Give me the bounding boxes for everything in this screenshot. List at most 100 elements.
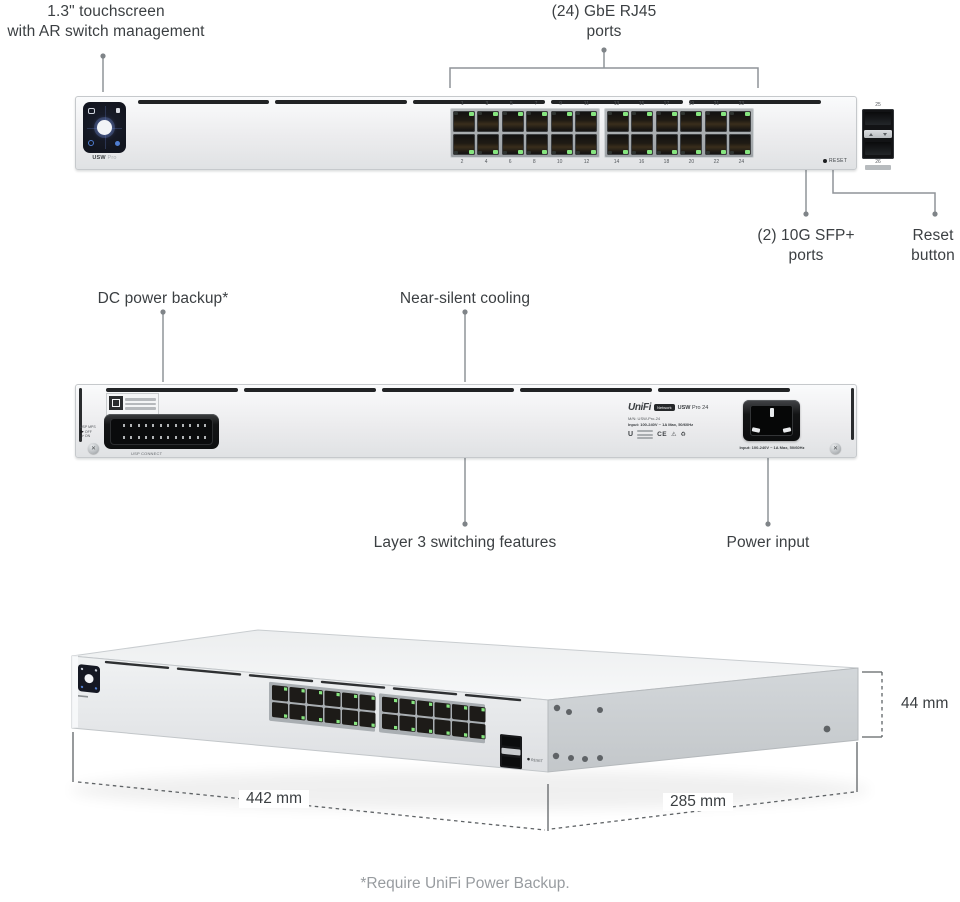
port-led xyxy=(590,150,596,154)
vent-slot xyxy=(689,100,821,104)
port-number: 22 xyxy=(713,159,720,165)
rj45-port xyxy=(526,134,549,155)
touchscreen-display xyxy=(83,102,126,153)
port-led xyxy=(469,150,474,154)
height-dimension: 44 mm xyxy=(901,695,949,713)
sfp-cage xyxy=(862,109,894,159)
switch-3d-view: RESET xyxy=(70,629,883,831)
width-dimension: 442 mm xyxy=(239,790,309,808)
depth-dimension: 285 mm xyxy=(663,793,733,811)
port-led xyxy=(696,112,702,116)
rj45-port xyxy=(631,111,654,132)
port-number: 23 xyxy=(738,101,745,107)
rj45-port xyxy=(477,134,500,155)
vent-slot xyxy=(413,100,545,104)
port-number: 13 xyxy=(613,101,620,107)
reset-button-front: RESET xyxy=(823,158,933,164)
screw: ✕ xyxy=(830,443,841,454)
port-led xyxy=(469,112,474,116)
usp-connect-port xyxy=(104,414,219,449)
rj45-port xyxy=(704,111,727,132)
vent-slot xyxy=(106,388,238,392)
inlet-input-line: Input: 100-240V ~ 1A Max, 50/60Hz xyxy=(739,445,805,450)
screen-dial xyxy=(97,120,112,135)
port-led xyxy=(517,112,523,116)
rj45-port xyxy=(574,134,597,155)
vent-slot xyxy=(658,388,790,392)
rj45-port xyxy=(655,111,678,132)
port-number: 4 xyxy=(484,159,488,165)
port-led xyxy=(671,112,677,116)
sfp-port-26-number: 26 xyxy=(875,159,881,165)
ac-power-inlet xyxy=(743,400,800,441)
port-led xyxy=(542,150,548,154)
callout-cooling: Near-silent cooling xyxy=(399,290,531,307)
rj45-port xyxy=(501,134,524,155)
port-number: 11 xyxy=(583,101,589,107)
port-led xyxy=(542,112,548,116)
port-led xyxy=(623,112,628,116)
front-model-label: USW Pro xyxy=(92,155,117,161)
callout-dc-backup: DC power backup* xyxy=(97,290,229,307)
rj45-port xyxy=(550,111,573,132)
ce-mark: CE xyxy=(657,431,668,438)
screen-icon-bottom-right xyxy=(115,141,120,146)
screw: ✕ xyxy=(88,443,99,454)
port-number: 17 xyxy=(663,101,670,107)
device-left-edge xyxy=(72,655,78,728)
reset-callout-line xyxy=(832,170,936,213)
port-led xyxy=(720,150,726,154)
port-number: 21 xyxy=(713,101,720,107)
port-number: 3 xyxy=(485,101,489,107)
port-number: 14 xyxy=(613,159,620,165)
rj45-port xyxy=(526,111,549,132)
network-badge: Network xyxy=(654,404,675,411)
rj45-port xyxy=(728,134,751,155)
usp-mps-markings: USP MPS ▶ OFF ▷ ON xyxy=(80,425,96,439)
vent-slot xyxy=(275,100,407,104)
model-number-line: M/N: USW-Pro-24 xyxy=(628,416,661,421)
port-led xyxy=(517,150,523,154)
callout-power-input: Power input xyxy=(726,534,810,551)
port-led xyxy=(566,112,572,116)
port-number: 2 xyxy=(460,159,464,165)
port-led xyxy=(671,150,677,154)
port-number: 12 xyxy=(583,159,590,165)
sfp-slot-26 xyxy=(865,142,891,155)
port-number: 16 xyxy=(638,159,645,165)
port-number: 19 xyxy=(688,101,695,107)
side-screws xyxy=(552,704,831,762)
sfp-port-25-number: 25 xyxy=(875,102,881,108)
port-led xyxy=(720,112,726,116)
port-bezel xyxy=(450,108,600,158)
callout-layer3: Layer 3 switching features xyxy=(373,534,557,551)
rj45-bracket xyxy=(449,67,759,88)
input-rating-line: Input: 100-240V ~ 1A Max, 50/60Hz xyxy=(628,422,694,427)
sfp-latch xyxy=(864,130,892,138)
certification-row: U CE ⚠ ♻ xyxy=(628,430,778,439)
callout-sfp-ports: (2) 10G SFP+ports xyxy=(757,227,855,264)
rj45-port xyxy=(550,134,573,155)
side-vent-slot xyxy=(851,388,854,440)
vent-slot xyxy=(244,388,376,392)
port-led xyxy=(647,150,653,154)
port-led xyxy=(590,112,596,116)
port-number: 7 xyxy=(534,101,538,107)
switch-back-view: USP MPS ▶ OFF ▷ ON USP CONNECT ✕ UniFi N… xyxy=(75,384,857,458)
device-side-face xyxy=(547,667,859,773)
rj45-port xyxy=(728,111,751,132)
screen-icon-top-left xyxy=(88,108,95,114)
rj45-port xyxy=(631,134,654,155)
vent-slot xyxy=(520,388,652,392)
port-led xyxy=(744,150,750,154)
address-lines xyxy=(637,430,654,439)
port-number: 6 xyxy=(508,159,512,165)
